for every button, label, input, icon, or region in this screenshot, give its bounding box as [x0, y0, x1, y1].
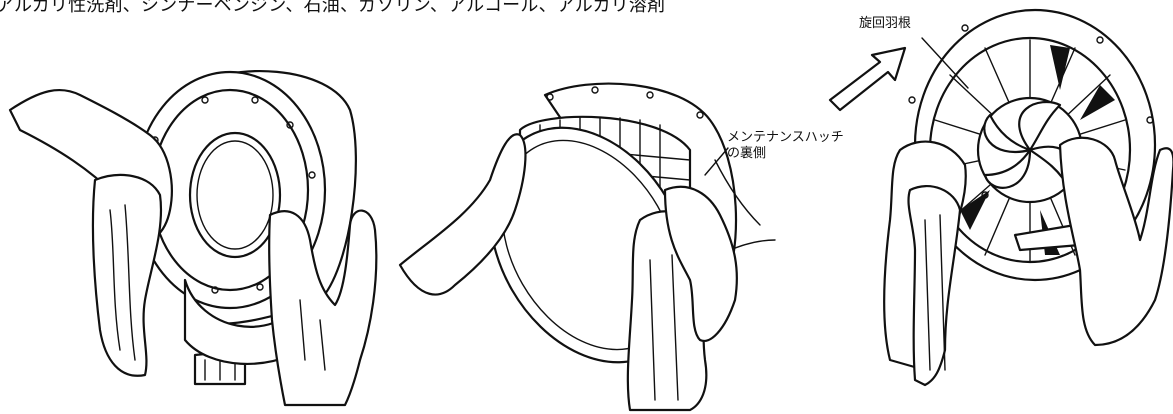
right-hand [268, 209, 378, 407]
rotation-arrow-icon [828, 46, 907, 112]
towel-right [907, 185, 962, 387]
hand-left-2 [398, 133, 527, 296]
label-hatch-line1: メンテナンスハッチ [727, 130, 844, 145]
panel-3-illustration [828, 8, 1173, 387]
hand-right-3 [1058, 136, 1173, 347]
panel-1-illustration [8, 70, 378, 407]
towel-left [91, 173, 163, 377]
hand-right-2 [663, 185, 738, 343]
top-caption: アルカリ性洗剤、シンナーベンジン、石油、ガソリン、アルコール、アルカリ溶剤 [0, 0, 666, 16]
label-fan-blade: 旋回羽根 [859, 16, 912, 31]
flange-opening [188, 131, 282, 259]
label-hatch-line2: の裏側 [727, 146, 767, 161]
panel-2-illustration [398, 82, 776, 412]
